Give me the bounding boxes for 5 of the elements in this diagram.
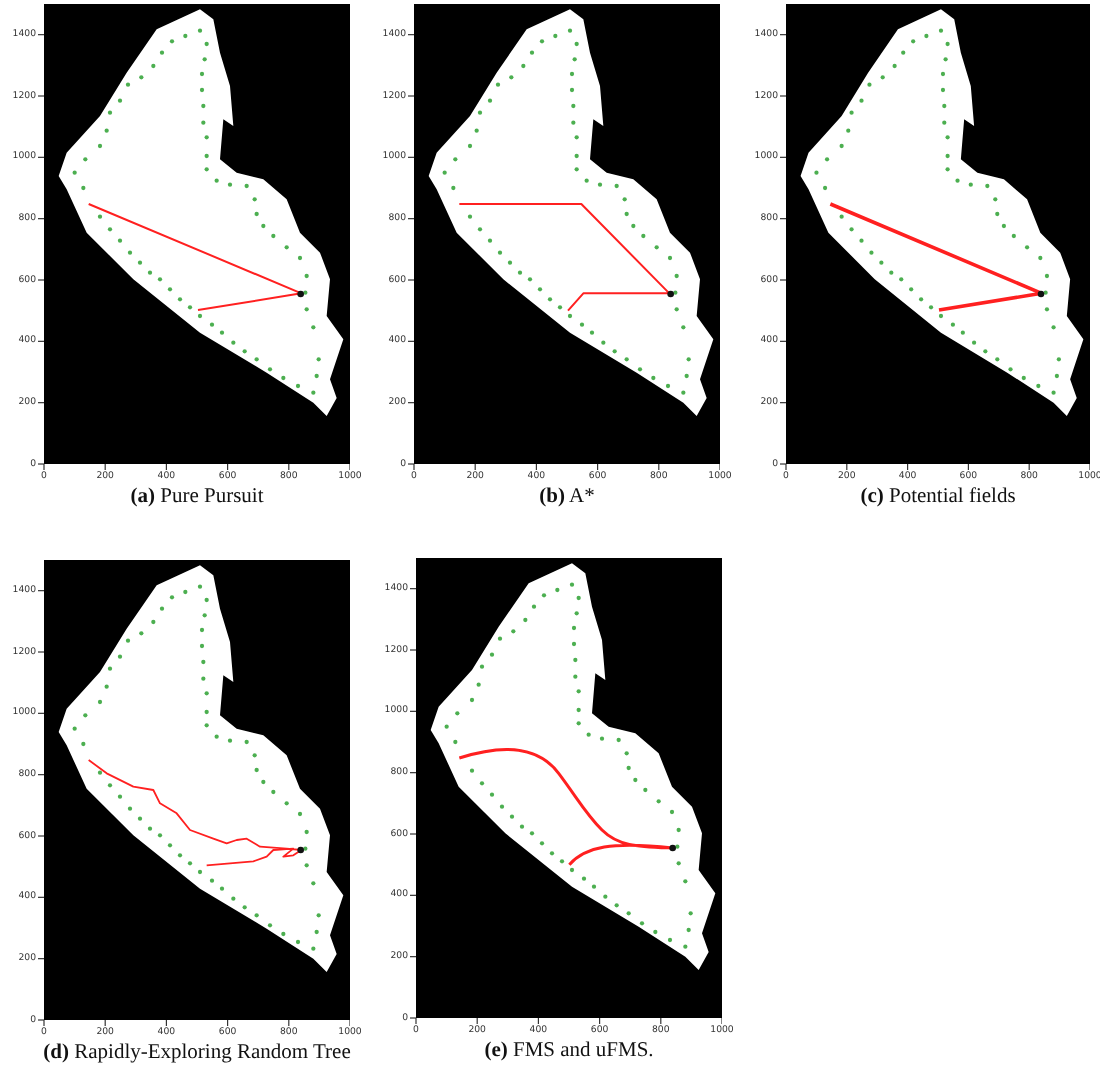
figure-caption: (d) Rapidly-Exploring Random Tree <box>43 1042 351 1066</box>
figure-caption: (a) Pure Pursuit <box>130 486 264 510</box>
figure-caption: (b) A* <box>539 486 595 510</box>
figure-caption: (e) FMS and uFMS. <box>484 1040 654 1064</box>
figure-caption: (c) Potential fields <box>860 486 1016 510</box>
